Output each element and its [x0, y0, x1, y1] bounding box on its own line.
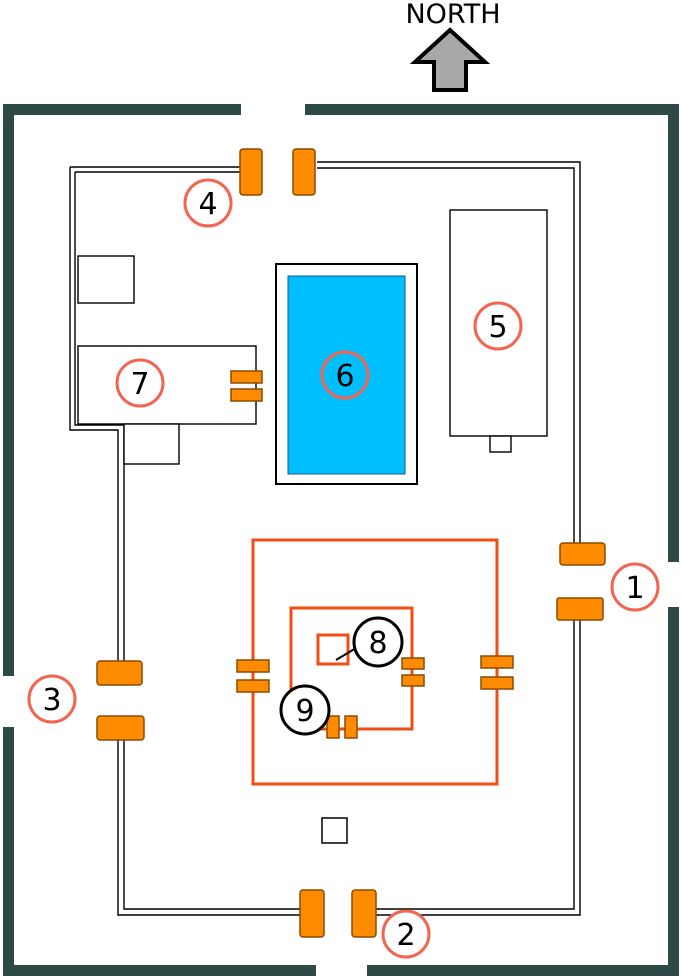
label-1: 1: [610, 562, 660, 612]
svg-text:7: 7: [130, 367, 149, 402]
svg-text:4: 4: [198, 187, 217, 222]
svg-text:1: 1: [625, 571, 644, 606]
svg-text:5: 5: [488, 310, 507, 345]
svg-text:3: 3: [42, 683, 61, 718]
label-4: 4: [183, 178, 233, 228]
svg-text:2: 2: [396, 918, 415, 953]
compass: NORTH: [405, 0, 501, 92]
label-8: 8: [352, 616, 404, 668]
label-6: 6: [320, 350, 370, 400]
inner-fence: [69, 161, 581, 916]
building-7: [77, 255, 257, 465]
svg-text:6: 6: [335, 359, 354, 394]
svg-text:9: 9: [295, 694, 314, 729]
doors: [96, 148, 606, 938]
label-9: 9: [279, 684, 331, 736]
label-5: 5: [473, 301, 523, 351]
label-7: 7: [115, 358, 165, 408]
monument-square: [321, 817, 348, 844]
pool-6: [275, 263, 418, 485]
label-3: 3: [27, 674, 77, 724]
building-5: [449, 209, 548, 453]
outer-wall: [3, 104, 679, 976]
svg-text:8: 8: [368, 626, 387, 661]
up-arrow-icon: [409, 27, 491, 92]
label-2: 2: [381, 909, 431, 959]
north-label: NORTH: [405, 0, 500, 30]
